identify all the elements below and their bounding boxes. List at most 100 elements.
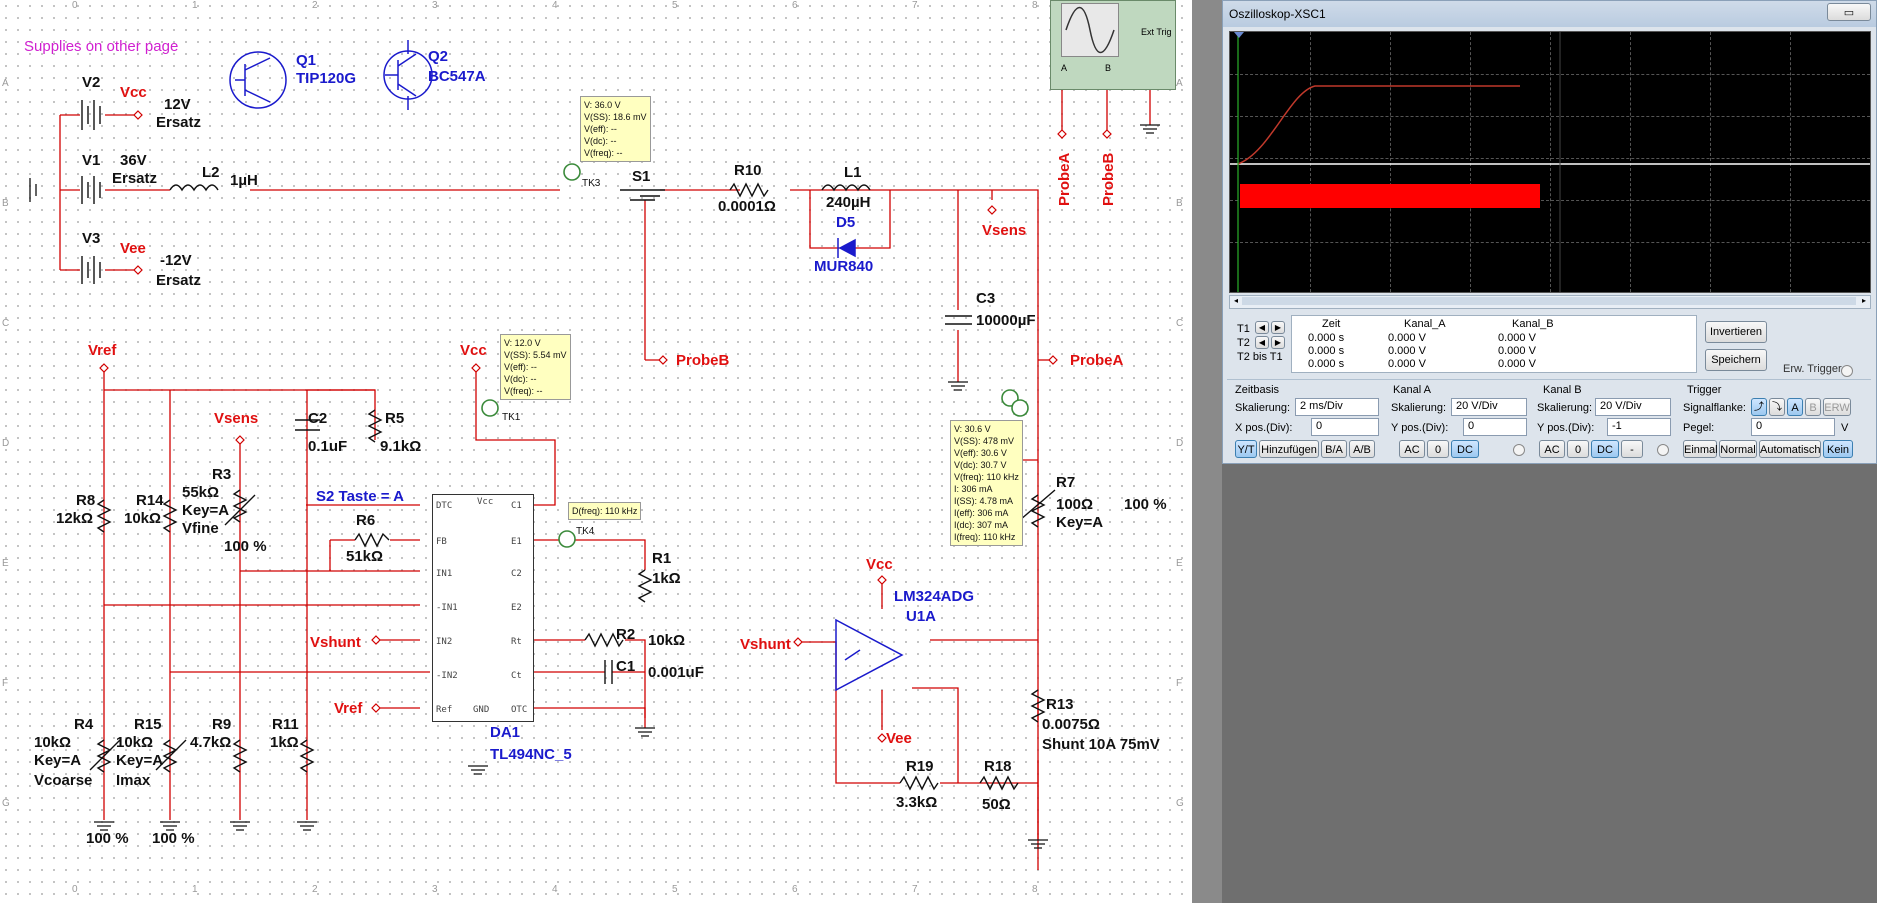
ruler-label: 1 (192, 0, 198, 11)
t2-left-arrow-icon[interactable]: ◀ (1255, 336, 1269, 349)
da1-ic-body[interactable]: DTC FB IN1 -IN1 IN2 -IN2 Ref Vcc C1 E1 C… (432, 494, 534, 722)
trigger-level-input[interactable]: 0 (1751, 418, 1835, 436)
probe-line: V(dc): -- (584, 136, 617, 146)
c2-ref: C2 (308, 410, 328, 427)
ba-button[interactable]: B/A (1321, 440, 1347, 458)
ic-pin-label: Ref (436, 705, 453, 715)
kanal-a-title: Kanal A (1393, 384, 1431, 396)
kanal-a-radio[interactable] (1513, 444, 1525, 456)
v2-value: 12V (164, 96, 191, 113)
ruler-label: 8 (1032, 884, 1038, 895)
invert-button[interactable]: Invertieren (1705, 321, 1767, 343)
v2-sub: Ersatz (156, 114, 202, 131)
ic-pin-label: IN2 (436, 637, 453, 647)
trigger-single-button[interactable]: Einmal (1683, 440, 1718, 458)
scope-icon-screen (1061, 3, 1119, 57)
l2-value: 1µH (230, 172, 258, 189)
t1-right-arrow-icon[interactable]: ▶ (1271, 321, 1285, 334)
trigger-normal-button[interactable]: Normal (1719, 440, 1757, 458)
kanal-b-minus-button[interactable]: - (1621, 440, 1643, 458)
grid-line (1230, 158, 1870, 160)
scroll-thumb[interactable] (1242, 297, 1856, 305)
oscilloscope-window[interactable]: Oszilloskop-XSC1 ▭ ◂ ▸ T1 T2 T2 (1222, 0, 1877, 464)
scope-display[interactable] (1229, 31, 1871, 293)
r14-ref: R14 (136, 492, 164, 509)
ruler-label: 4 (552, 884, 558, 895)
trigger-source-a-button[interactable]: A (1787, 398, 1803, 416)
channel-a-trace (1237, 85, 1520, 165)
c2-value: 0.1uF (308, 438, 348, 455)
t1-left-arrow-icon[interactable]: ◀ (1255, 321, 1269, 334)
da1-ref: DA1 (490, 724, 521, 741)
r19-value: 3.3kΩ (896, 794, 938, 811)
r15-percent: 100 % (152, 830, 195, 847)
kanal-b-scale-input[interactable]: 20 V/Div (1595, 398, 1671, 416)
schematic-canvas[interactable]: 0 1 2 3 4 5 6 7 8 0 1 2 3 4 5 6 7 8 A B … (0, 0, 1192, 903)
kanal-b-ac-button[interactable]: AC (1539, 440, 1565, 458)
kanal-b-scale-label: Skalierung: (1537, 402, 1593, 414)
ruler-label: B (2, 198, 9, 209)
add-button[interactable]: Hinzufügen (1259, 440, 1319, 458)
ruler-label: C (2, 318, 10, 329)
ic-pin-label: C1 (511, 501, 522, 511)
trigger-none-button[interactable]: Kein (1823, 440, 1853, 458)
yt-button[interactable]: Y/T (1235, 440, 1257, 458)
zeitbasis-xpos-input[interactable]: 0 (1311, 418, 1379, 436)
kanal-a-dc-button[interactable]: DC (1451, 440, 1479, 458)
readout-table: Zeit Kanal_A Kanal_B 0.000 s 0.000 V 0.0… (1291, 315, 1697, 373)
left-ruler: A B C D E F G (2, 0, 16, 903)
ext-trigger-radio[interactable] (1841, 365, 1853, 377)
r11-value: 1kΩ (270, 734, 299, 751)
ruler-label: C (1176, 318, 1184, 329)
probeb-scope-label: ProbeB (1100, 152, 1117, 206)
readout-cell: 0.000 s (1308, 332, 1345, 344)
kanal-b-zero-button[interactable]: 0 (1567, 440, 1589, 458)
kanal-a-scale-input[interactable]: 20 V/Div (1451, 398, 1527, 416)
trigger-source-ext-button[interactable]: ERW (1823, 398, 1851, 416)
scope-title-bar[interactable]: Oszilloskop-XSC1 ▭ (1223, 1, 1876, 27)
probe-line: V(freq): -- (584, 148, 623, 158)
ruler-label: 6 (792, 0, 798, 11)
probe-tk4-name: TK4 (576, 526, 595, 537)
probe-line: I(eff): 306 mA (954, 508, 1009, 518)
probe-tk3-name: TK3 (582, 178, 601, 189)
zeitbasis-scale-label: Skalierung: (1235, 402, 1291, 414)
cursor-marker-icon (1234, 32, 1244, 38)
rising-edge-icon[interactable]: ⤴ (1751, 398, 1767, 416)
kanal-b-radio[interactable] (1657, 444, 1669, 456)
save-button[interactable]: Speichern (1705, 349, 1767, 371)
ruler-label: 4 (552, 0, 558, 11)
r1-value: 1kΩ (652, 570, 681, 587)
kanal-a-ypos-label: Y pos.(Div): (1391, 422, 1449, 434)
scroll-right-icon[interactable]: ▸ (1861, 296, 1866, 305)
ruler-label: 2 (312, 0, 318, 11)
kanal-a-zero-button[interactable]: 0 (1427, 440, 1449, 458)
ic-pin-label: E2 (511, 603, 522, 613)
vref-net-label: Vref (88, 342, 117, 359)
vcc-net-label-2: Vcc (460, 342, 487, 359)
zeitbasis-scale-input[interactable]: 2 ms/Div (1295, 398, 1379, 416)
trigger-auto-button[interactable]: Automatisch (1759, 440, 1821, 458)
r9-ref: R9 (212, 716, 232, 733)
kanal-b-dc-button[interactable]: DC (1591, 440, 1619, 458)
window-close-button[interactable]: ▭ (1827, 3, 1871, 21)
ic-pin-label: DTC (436, 501, 453, 511)
readout-t2t1-label: T2 bis T1 (1237, 351, 1283, 363)
oscilloscope-instrument-icon[interactable]: A B Ext Trig (1050, 0, 1176, 90)
s2-label[interactable]: S2 Taste = A (316, 488, 404, 505)
falling-edge-icon[interactable]: ⤵ (1769, 398, 1785, 416)
kanal-a-ypos-input[interactable]: 0 (1463, 418, 1527, 436)
scroll-left-icon[interactable]: ◂ (1233, 296, 1238, 305)
trigger-source-b-button[interactable]: B (1805, 398, 1821, 416)
d5-ref: D5 (836, 214, 856, 231)
scope-horizontal-scrollbar[interactable]: ◂ ▸ (1229, 295, 1871, 309)
kanal-a-ac-button[interactable]: AC (1399, 440, 1425, 458)
kanal-b-ypos-input[interactable]: -1 (1607, 418, 1671, 436)
t2-right-arrow-icon[interactable]: ▶ (1271, 336, 1285, 349)
vee-net-label-2: Vee (886, 730, 912, 747)
r7-percent: 100 % (1124, 496, 1167, 513)
ruler-label: 7 (912, 0, 918, 11)
ab-button[interactable]: A/B (1349, 440, 1375, 458)
ruler-label: 5 (672, 884, 678, 895)
probe-line: V: 30.6 V (954, 424, 991, 434)
